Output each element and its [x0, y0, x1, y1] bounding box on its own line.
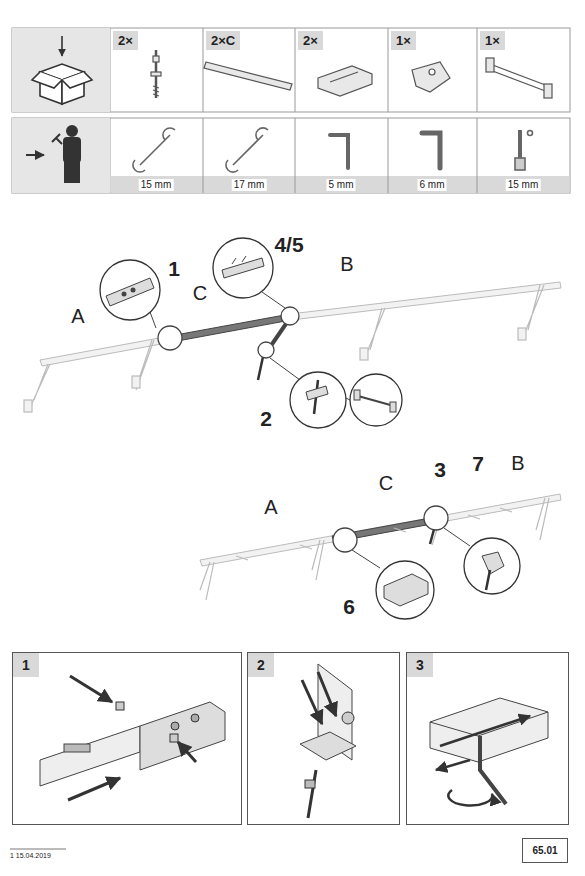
tool-size: 15 mm — [139, 179, 174, 191]
step-panel: 2 — [247, 652, 400, 825]
callout-label: A — [69, 305, 86, 327]
step-number: 2 — [248, 653, 274, 677]
page-number: 65.01 — [523, 839, 567, 862]
step-2-drawing — [300, 664, 356, 818]
step-3-drawing — [430, 698, 548, 806]
assembly-view-1 — [24, 238, 561, 428]
step-number: 1 — [13, 653, 39, 677]
tool-drawings — [133, 128, 533, 172]
quantity-tag: 2× — [113, 31, 138, 50]
box-icon — [32, 36, 92, 104]
callout-label: 2 — [258, 407, 274, 430]
callout-label: 4/5 — [272, 233, 305, 256]
tool-size: 15 mm — [506, 179, 541, 191]
quantity-tag: 2×C — [206, 31, 240, 50]
step-1-drawing — [40, 676, 225, 800]
tools-icon — [26, 126, 80, 182]
callout-label: C — [191, 282, 209, 304]
callout-label: 6 — [341, 595, 357, 618]
step-panel: 3 — [406, 652, 569, 825]
part-drawings — [151, 50, 552, 98]
quantity-tag: 2× — [298, 31, 323, 50]
callout-label: 3 — [432, 458, 448, 481]
assembly-view-2 — [200, 494, 561, 619]
page-number-box: 65.01 — [522, 838, 568, 863]
quantity-tag: 1× — [391, 31, 416, 50]
step-panel: 1 — [12, 652, 242, 825]
callout-label: 7 — [470, 452, 486, 475]
tool-size: 17 mm — [232, 179, 267, 191]
callout-label: B — [338, 253, 355, 275]
callout-label: 1 — [166, 257, 182, 280]
tool-size: 5 mm — [327, 179, 356, 191]
callout-label: C — [377, 472, 395, 494]
quantity-tag: 1× — [480, 31, 505, 50]
parts-table — [12, 28, 570, 193]
step-number: 3 — [407, 653, 433, 677]
callout-label: A — [262, 496, 279, 518]
tool-size: 6 mm — [418, 179, 447, 191]
callout-label: B — [509, 452, 526, 474]
footer-date: 1 15.04.2019 — [10, 852, 51, 859]
